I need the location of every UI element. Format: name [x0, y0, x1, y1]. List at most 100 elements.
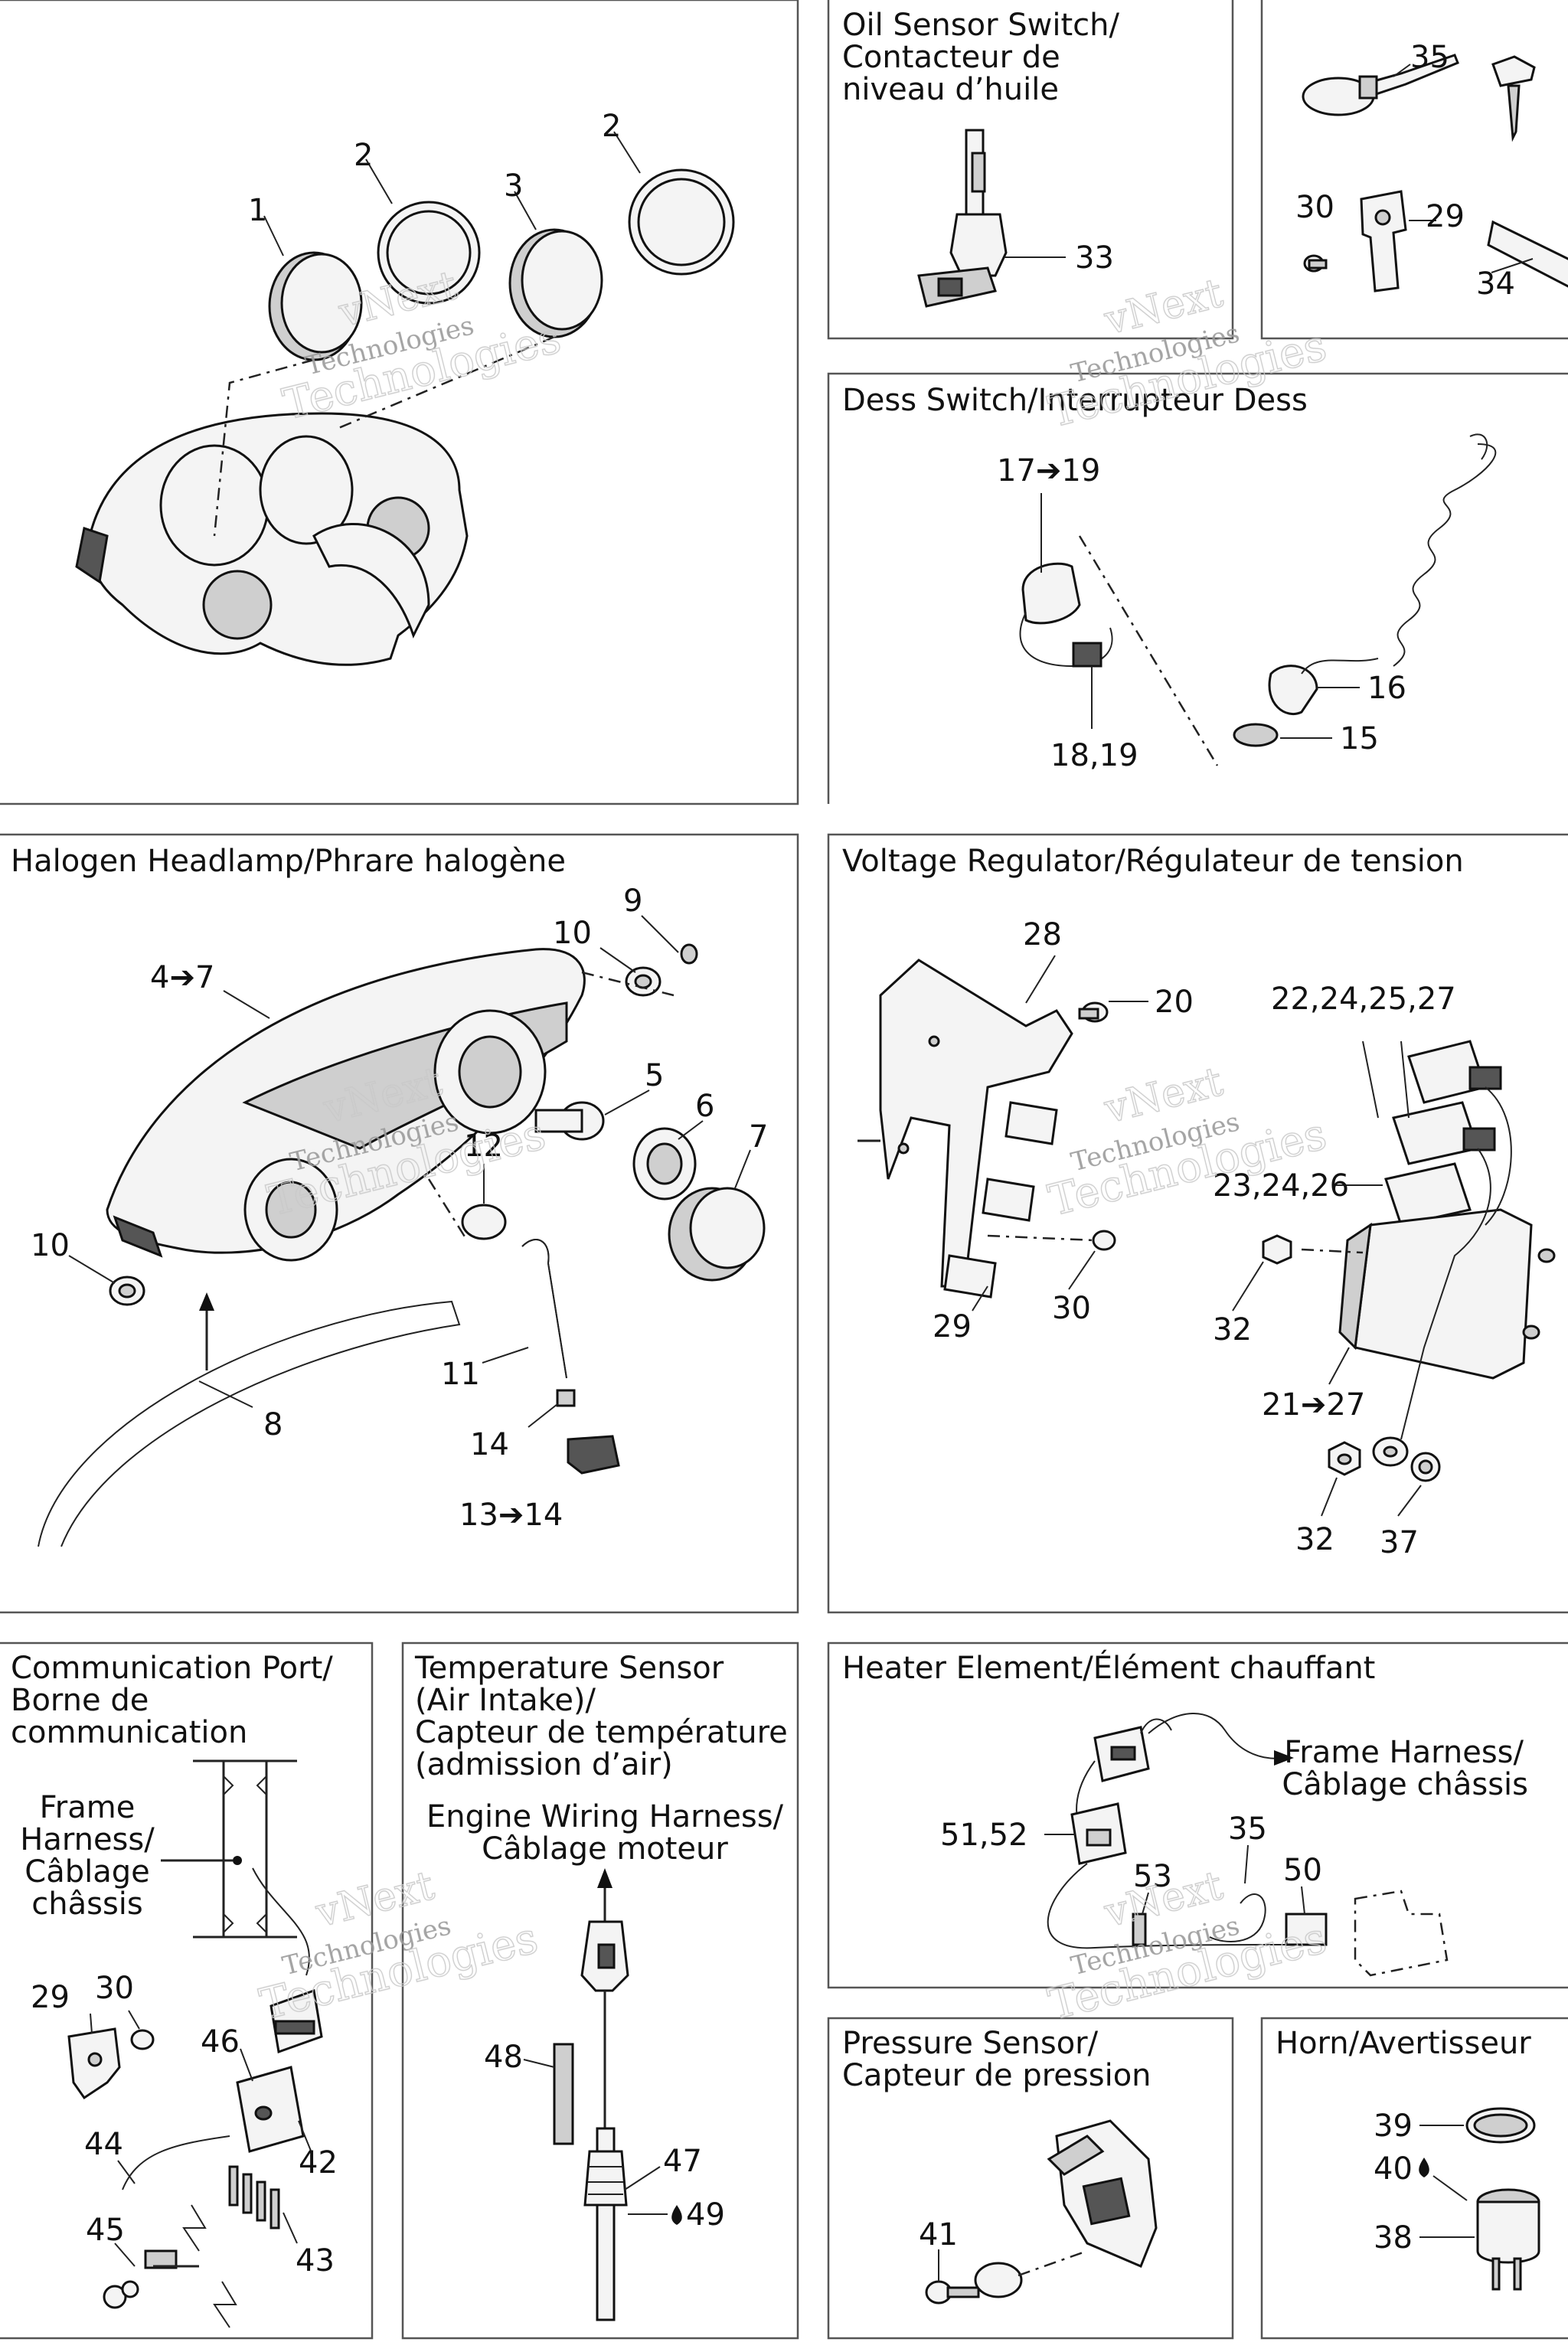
label-2b: 2: [602, 109, 621, 144]
dess-key-16: [1268, 658, 1379, 715]
comm-frame-harness-line1: Frame: [40, 1790, 136, 1825]
leader-47: [624, 2166, 661, 2190]
sleeve-48: [553, 2043, 574, 2145]
label-22-24-25-27: 22,24,25,27: [1271, 982, 1456, 1017]
heater-connector-upper: [1093, 1718, 1172, 1782]
label-10-left: 10: [31, 1228, 70, 1263]
dess-lanyard-coil: [1393, 433, 1497, 667]
leader-29-comm: [90, 2013, 93, 2034]
temp-sensor-connector: [580, 1920, 629, 1992]
leader-48: [523, 2059, 555, 2068]
temp-sensor-probe-47: [583, 2127, 628, 2321]
leader-37: [1397, 1485, 1422, 1517]
label-16: 16: [1367, 671, 1406, 706]
horn-title: Horn/Avertisseur: [1276, 2026, 1531, 2061]
comm-frame-harness-line2: Harness/: [20, 1822, 155, 1857]
gauge-ring-2b: [628, 168, 735, 276]
horn-panel: Horn/Avertisseur 39 40 38: [1276, 2026, 1540, 2291]
label-1: 1: [248, 193, 267, 228]
heater-panel: Heater Element/Élément chauffant Frame H…: [842, 1649, 1528, 1977]
heater-connector-51-52: [1070, 1802, 1127, 1865]
label-18-19: 18,19: [1050, 738, 1138, 773]
gauge-part-1: [268, 251, 363, 361]
star-washer-37: [1410, 1452, 1441, 1482]
label-21-27: 21➔27: [1262, 1387, 1365, 1423]
label-17-19: 17➔19: [997, 453, 1100, 488]
heater-part-50: [1285, 1913, 1328, 1946]
comm-port-panel: Communication Port/ Borne de communicati…: [11, 1651, 338, 2328]
label-39: 39: [1374, 2109, 1413, 2144]
label-8: 8: [263, 1407, 283, 1442]
heater-harness-curve: [1148, 1713, 1287, 1759]
assembly-line-3: [336, 335, 555, 430]
leader-45: [114, 2243, 136, 2267]
pressure-title-line2: Capteur de pression: [842, 2058, 1152, 2093]
leader-22-27a: [1362, 1040, 1379, 1119]
oil-sensor-panel-border: [827, 0, 1234, 340]
label-4-7: 4➔7: [150, 960, 214, 995]
label-35-heater: 35: [1228, 1811, 1267, 1847]
rivet-30-drawing: [1303, 254, 1328, 273]
leader-11: [482, 1347, 529, 1364]
temp-sensor-panel: Temperature Sensor (Air Intake)/ Capteur…: [414, 1651, 788, 2321]
leader-9: [641, 915, 679, 953]
label-30-comm: 30: [95, 1971, 134, 2006]
leader-30-comm: [128, 2010, 140, 2030]
label-11: 11: [441, 1357, 480, 1392]
headlamp-housing-drawing: [106, 948, 586, 1262]
label-41: 41: [919, 2217, 958, 2252]
leader-46: [240, 2048, 253, 2082]
label-34: 34: [1476, 266, 1515, 302]
label-46: 46: [201, 2024, 240, 2060]
leader-43: [283, 2212, 298, 2244]
leader-29-voltage: [972, 1285, 988, 1312]
tube-11-inner: [521, 1239, 567, 1379]
heater-part-53: [1132, 1913, 1147, 1946]
dess-nut-15: [1233, 723, 1279, 747]
pressure-sensor-drawing: [1047, 2119, 1158, 2268]
tape-34-drawing: [1487, 220, 1568, 288]
label-20: 20: [1155, 985, 1194, 1020]
label-50: 50: [1283, 1853, 1322, 1888]
assembly-line-10: [581, 971, 675, 997]
assembly-line-12: [427, 1178, 469, 1241]
voltage-panel-border: [827, 833, 1568, 1614]
gauge-opening-left: [159, 444, 270, 567]
heater-harness-arrowhead: [1274, 1750, 1294, 1766]
leader-21-27: [1328, 1347, 1350, 1385]
label-13-14: 13➔14: [459, 1498, 563, 1533]
label-47: 47: [663, 2144, 702, 2179]
label-43: 43: [296, 2243, 335, 2278]
label-15: 15: [1340, 721, 1379, 756]
leader-2b: [613, 131, 641, 174]
comm-title-line3: communication: [11, 1715, 247, 1750]
ground-wire-44: [122, 2135, 230, 2190]
label-2a: 2: [354, 138, 373, 173]
nut-9: [680, 943, 698, 965]
tube-11: [521, 1239, 567, 1379]
temp-title-line4: (admission d’air): [415, 1747, 673, 1782]
label-32-top: 32: [1213, 1312, 1252, 1348]
gauge-part-3: [508, 228, 603, 338]
headlamp-title: Halogen Headlamp/Phrare halogène: [11, 844, 566, 879]
regulator-wires: [1400, 1086, 1512, 1440]
headlamp-panel-border: [0, 833, 799, 1614]
assembly-line-32: [1301, 1248, 1364, 1254]
label-6: 6: [695, 1089, 714, 1124]
label-40: 40: [1374, 2151, 1413, 2187]
comm-pins-43: [228, 2165, 280, 2230]
heater-frame-harness-line1: Frame Harness/: [1284, 1735, 1524, 1770]
leader-10-right: [599, 947, 636, 973]
leader-4-7: [223, 990, 270, 1019]
leader-50: [1301, 1886, 1305, 1915]
dess-panel-border: [827, 372, 1568, 804]
label-44: 44: [84, 2127, 123, 2162]
sealant-drop-49: [671, 2205, 682, 2225]
label-7: 7: [749, 1119, 768, 1155]
temp-title-line1: Temperature Sensor: [414, 1651, 724, 1686]
pressure-washer: [974, 2262, 1023, 2298]
voltage-regulator-panel: Voltage Regulator/Régulateur de tension: [842, 844, 1556, 1560]
dess-title: Dess Switch/Interrupteur Dess: [842, 383, 1308, 418]
nut-32-top: [1262, 1234, 1292, 1265]
